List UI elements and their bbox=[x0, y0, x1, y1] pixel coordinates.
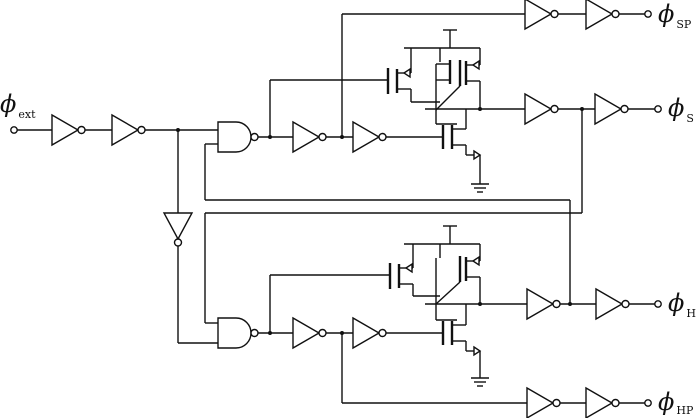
inverter-in-1 bbox=[51, 114, 86, 146]
inverter-vertical bbox=[163, 212, 193, 247]
inverter-sp-1 bbox=[524, 0, 559, 30]
inverter-in-2 bbox=[111, 114, 146, 146]
inverter-lower-2 bbox=[352, 317, 387, 349]
inverter-hp-1 bbox=[526, 387, 561, 418]
inverter-s-1 bbox=[524, 93, 559, 125]
terminal-h bbox=[654, 300, 662, 308]
inverter-lower-1 bbox=[292, 317, 327, 349]
inverter-h-2 bbox=[595, 288, 630, 320]
inverter-sp-2 bbox=[585, 0, 620, 30]
inverter-h-1 bbox=[526, 288, 561, 320]
nand-gate-upper bbox=[217, 121, 259, 153]
terminal-hp bbox=[644, 399, 652, 407]
inverter-hp-2 bbox=[585, 387, 620, 418]
nand-gate-lower bbox=[217, 317, 259, 349]
terminal-sp bbox=[644, 10, 652, 18]
transistor-cluster-lower bbox=[388, 225, 527, 387]
inverter-s-2 bbox=[594, 93, 629, 125]
transistor-cluster-upper bbox=[386, 29, 525, 193]
inverter-upper-2 bbox=[352, 121, 387, 153]
input-terminal bbox=[10, 126, 52, 134]
inverter-upper-1 bbox=[292, 121, 327, 153]
terminal-s bbox=[654, 105, 662, 113]
